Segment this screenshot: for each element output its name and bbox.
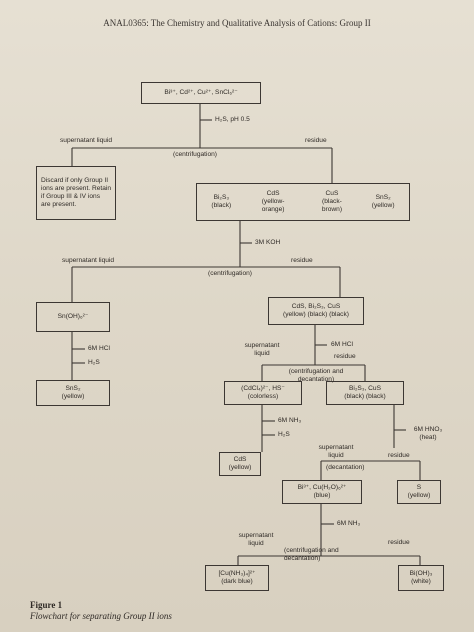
reagent-hcl-left: 6M HCl <box>88 345 110 352</box>
sn-oh-box: Sn(OH)₆²⁻ <box>36 302 110 332</box>
bioh3-color: (white) <box>411 578 431 585</box>
start-ions-box: Bi³⁺, Cd²⁺, Cu²⁺, SnCl₆²⁻ <box>141 82 261 104</box>
cdcl4-formula: (CdCl₄)²⁻, HS⁻ <box>241 384 285 392</box>
supernatant-label-4: supernatant liquid <box>318 444 354 459</box>
bioh3-formula: Bi(OH)₃ <box>409 569 433 577</box>
reagent-hno3: 6M HNO₃ (heat) <box>413 426 443 441</box>
figure-subtitle: Flowchart for separating Group II ions <box>30 611 172 622</box>
reagent-h2s-left: H₂S <box>88 359 100 366</box>
page-header: ANAL0365: The Chemistry and Qualitative … <box>103 18 371 28</box>
residue-label-4: residue <box>388 452 410 459</box>
sulfide-formula: CdS <box>266 189 280 197</box>
sulfide-color: (black- brown) <box>321 197 343 214</box>
sn-oh: Sn(OH)₆²⁻ <box>57 312 89 320</box>
sulfide-formula: Bi₂S₃ <box>213 193 230 201</box>
sulfides-box: Bi₂S₃ (black) CdS (yellow- orange) CuS (… <box>196 183 410 221</box>
residue-label-3: residue <box>334 353 356 360</box>
sulfide-cus: CuS (black- brown) <box>315 190 349 215</box>
decantation-label: (decantation) <box>326 464 365 471</box>
reagent-nh3-1: 6M NH₃ <box>278 417 302 424</box>
supernatant-label-5: supernatant liquid <box>238 532 274 547</box>
s-box: S (yellow) <box>397 480 441 504</box>
reagent-koh: 3M KOH <box>255 239 281 246</box>
centrifugation-decantation-label-1: (centrifugation and decantation) <box>288 368 344 383</box>
cds-color: (yellow) <box>228 464 252 471</box>
cunh3-box: [Cu(NH₃)₄]²⁺ (dark blue) <box>205 565 269 591</box>
reagent-hcl-right: 6M HCl <box>331 341 353 348</box>
centrifugation-decantation-label-2: (centrifugation and decantation) <box>284 547 339 562</box>
supernatant-label-2: supernatant liquid <box>62 257 115 264</box>
sns2-formula: SnS₂ <box>65 384 81 392</box>
bi-cu-color: (blue) <box>313 492 331 499</box>
sulfide-formula: SnS₂ <box>375 193 391 201</box>
discard-box: Discard if only Group II ions are presen… <box>36 166 116 220</box>
sulfide-bi2s3: Bi₂S₃ (black) <box>211 194 231 210</box>
sulfide-color: (black) <box>211 202 232 209</box>
sulfide-formula: CuS <box>325 189 339 197</box>
figure-title: Figure 1 <box>30 600 63 610</box>
reagent-h2s-ph: H₂S, pH 0.5 <box>215 116 250 123</box>
bi2s3-cus-formula: Bi₂S₃, CuS <box>349 384 381 392</box>
residue-label-1: residue <box>305 137 327 144</box>
sulfide-color: (yellow) <box>371 202 395 209</box>
sns2-color: (yellow) <box>61 393 85 400</box>
bi2s3-cus-color: (black) (black) <box>344 393 386 400</box>
bi-cu-box: Bi³⁺, Cu(H₂O)₆²⁺ (blue) <box>282 480 362 504</box>
s-color: (yellow) <box>407 492 431 499</box>
discard-note: Discard if only Group II ions are presen… <box>41 176 112 209</box>
cunh3-formula: [Cu(NH₃)₄]²⁺ <box>218 569 256 577</box>
sulfide-cds: CdS (yellow- orange) <box>254 190 292 215</box>
reagent-h2s-2: H₂S <box>278 431 290 438</box>
s-formula: S <box>416 483 422 491</box>
figure-caption: Figure 1 Flowchart for separating Group … <box>30 600 172 623</box>
centrifugation-label-1: (centrifugation) <box>173 151 217 158</box>
start-ions: Bi³⁺, Cd²⁺, Cu²⁺, SnCl₆²⁻ <box>164 88 238 96</box>
centrifugation-label-2: (centrifugation) <box>208 270 252 277</box>
residue-label-5: residue <box>388 539 410 546</box>
cdcl4-color: (colorless) <box>247 393 279 400</box>
supernatant-label-1: supernatant liquid <box>60 137 113 144</box>
cds-box: CdS (yellow) <box>219 452 261 476</box>
sulfide-sns2: SnS₂ (yellow) <box>372 194 395 210</box>
supernatant-label-3: supernatant liquid <box>244 342 280 357</box>
bioh3-box: Bi(OH)₃ (white) <box>398 565 444 591</box>
residue-color: (yellow) (black) (black) <box>283 311 349 318</box>
bi-cu-formula: Bi³⁺, Cu(H₂O)₆²⁺ <box>297 483 347 491</box>
cunh3-color: (dark blue) <box>221 578 253 585</box>
cds-formula: CdS <box>233 455 247 463</box>
cdcl4-box: (CdCl₄)²⁻, HS⁻ (colorless) <box>224 381 302 405</box>
residue-label-2: residue <box>291 257 313 264</box>
residue-formula: CdS, Bi₂S₃, CuS <box>291 302 341 310</box>
reagent-nh3-2: 6M NH₃ <box>337 520 361 527</box>
cds-bi-cu-box: CdS, Bi₂S₃, CuS (yellow) (black) (black) <box>268 297 364 325</box>
sulfide-color: (yellow- orange) <box>261 197 285 214</box>
bi2s3-cus-box: Bi₂S₃, CuS (black) (black) <box>326 381 404 405</box>
sns2-box: SnS₂ (yellow) <box>36 380 110 406</box>
